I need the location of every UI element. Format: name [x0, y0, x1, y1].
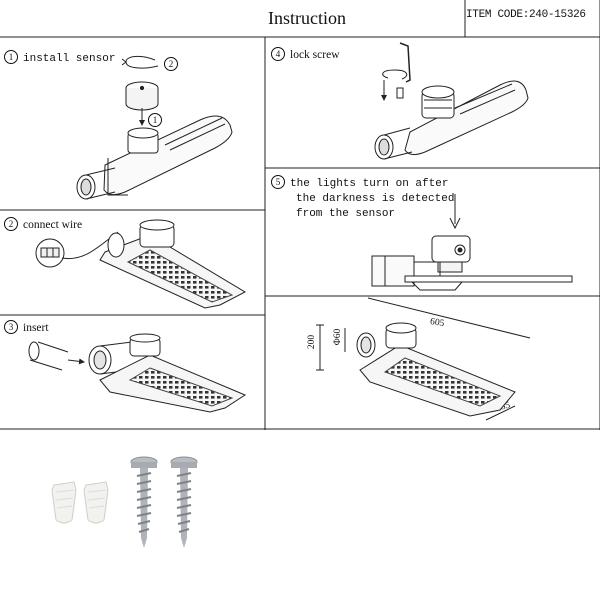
step-4-caption: 4 lock screw	[271, 47, 340, 61]
page-title: Instruction	[268, 8, 346, 28]
drawings	[28, 42, 573, 421]
step-3-label: insert	[23, 322, 49, 334]
step-5-caption: 5 the lights turn on after the darkness i…	[271, 175, 454, 222]
screw-icon	[170, 456, 198, 548]
step-3-number: 3	[4, 320, 18, 334]
wire-nut-icon	[83, 481, 109, 524]
dimension-drawing	[316, 297, 531, 421]
step-4-label: lock screw	[290, 49, 340, 61]
hex-key-icon	[399, 42, 411, 83]
item-code: ITEM CODE:240-15326	[466, 9, 586, 21]
darkness-arrow-icon	[449, 194, 461, 230]
rotate-callout-number: 2	[164, 57, 178, 71]
wire-nut-icon	[51, 481, 77, 524]
instruction-sheet: Instruction ITEM CODE:240-15326 1 install…	[0, 0, 600, 548]
step-1-drawing	[76, 55, 233, 200]
screw-icon	[130, 456, 158, 548]
step-2-number: 2	[4, 217, 18, 231]
down-callout-number: 1	[148, 113, 162, 127]
rotate-arrow-icon	[125, 55, 159, 69]
step-5-line-3: from the sensor	[296, 208, 396, 220]
step-2-caption: 2 connect wire	[4, 217, 82, 231]
step-5-drawing	[371, 194, 573, 291]
step-2-label: connect wire	[23, 219, 83, 231]
step-4-number: 4	[271, 47, 285, 61]
step-1-label: install sensor	[23, 53, 116, 65]
step-2-drawing	[35, 219, 247, 309]
insert-arrow-icon	[67, 358, 85, 365]
sheet-frame	[0, 0, 600, 430]
step-1-caption: 1 install sensor	[4, 50, 115, 65]
accessories-photo	[51, 456, 198, 548]
step-3-caption: 3 insert	[4, 320, 49, 334]
step-1-number: 1	[4, 50, 18, 64]
step-5-number: 5	[271, 175, 285, 189]
step-5-line-2: the darkness is detected	[296, 193, 455, 205]
step-5-line-1: the lights turn on after	[290, 178, 449, 190]
step-4-drawing	[374, 42, 529, 160]
step-3-drawing	[28, 333, 247, 413]
title-bar: Instruction ITEM CODE:240-15326	[0, 0, 600, 37]
